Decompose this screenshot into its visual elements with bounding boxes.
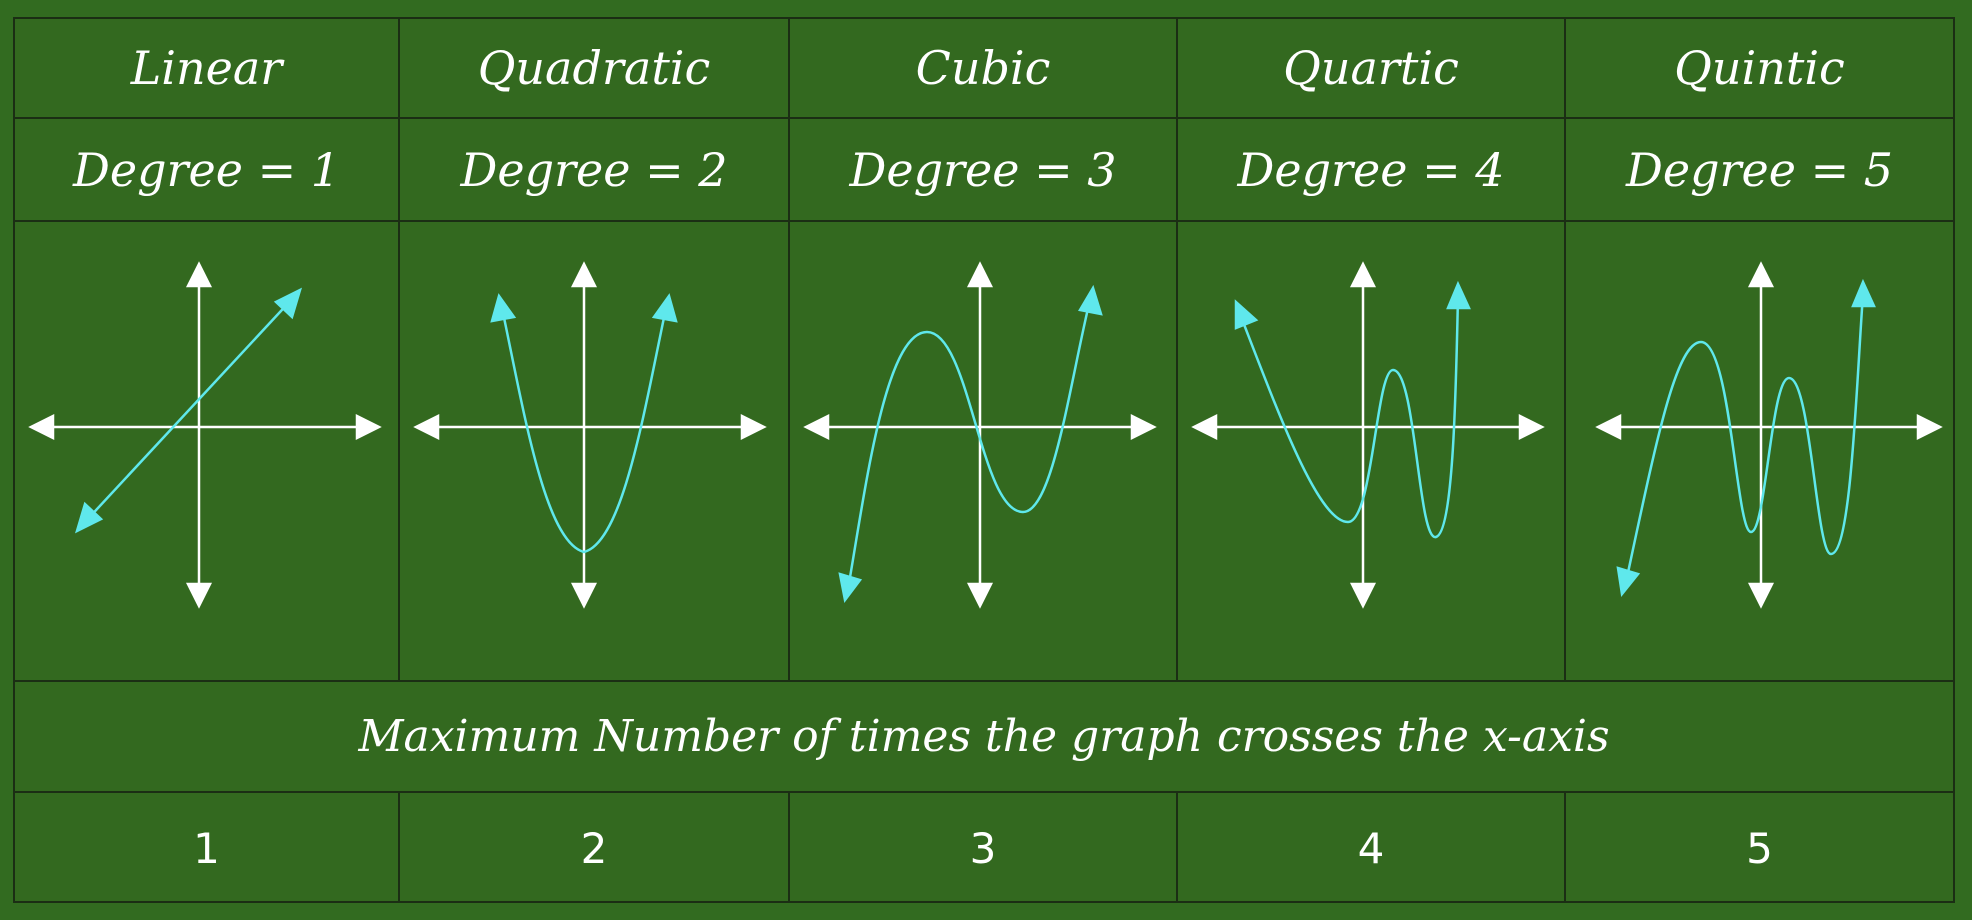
x-axis-left-arrow xyxy=(1595,413,1622,441)
quartic-graph xyxy=(1191,261,1545,609)
count-quadratic: 2 xyxy=(400,793,790,903)
header-linear: Linear xyxy=(15,19,400,119)
y-axis-top-arrow xyxy=(185,261,213,288)
y-axis-top-arrow xyxy=(966,261,994,288)
y-axis-top-arrow xyxy=(1349,261,1377,288)
y-axis-bottom-arrow xyxy=(570,582,598,609)
cubic-curve xyxy=(846,299,1092,590)
y-axis-bottom-arrow xyxy=(1349,582,1377,609)
x-axis-left-arrow xyxy=(28,413,55,441)
x-axis-right-arrow xyxy=(1916,413,1943,441)
curve-arrow-right xyxy=(1446,280,1471,310)
graph-quintic-cell xyxy=(1566,222,1953,682)
max-crossings-banner: Maximum Number of times the graph crosse… xyxy=(15,682,1953,793)
x-axis-right-arrow xyxy=(355,413,382,441)
curve xyxy=(74,287,303,534)
graph-quadratic-cell xyxy=(400,222,790,682)
graph-quartic-cell xyxy=(1178,222,1566,682)
curve xyxy=(490,293,678,554)
x-axis-left-arrow xyxy=(413,413,440,441)
x-axis-right-arrow xyxy=(1130,413,1157,441)
curve-arrow-top xyxy=(1078,284,1103,316)
y-axis-bottom-arrow xyxy=(1747,582,1775,609)
count-linear: 1 xyxy=(15,793,400,903)
quadratic-graph xyxy=(413,261,767,609)
curve-arrow-bottom xyxy=(1616,566,1641,598)
cubic-graph xyxy=(803,261,1157,609)
polynomial-degree-table: Linear Quadratic Cubic Quartic Quintic D… xyxy=(13,17,1955,903)
graph-cubic-cell xyxy=(790,222,1178,682)
x-axis-right-arrow xyxy=(1518,413,1545,441)
x-axis-right-arrow xyxy=(740,413,767,441)
x-axis-left-arrow xyxy=(1191,413,1218,441)
quadratic-curve xyxy=(500,307,668,554)
curve-arrow-bottom xyxy=(74,501,104,534)
curve-arrow-bottom xyxy=(838,572,863,604)
curve-arrow-top xyxy=(273,287,303,320)
axes xyxy=(28,261,382,609)
curve-arrow-left xyxy=(1234,299,1259,330)
quartic-curve xyxy=(1238,295,1460,539)
curve xyxy=(1234,280,1471,539)
curve-arrow-top xyxy=(1851,278,1876,308)
y-axis-bottom-arrow xyxy=(185,582,213,609)
header-cubic: Cubic xyxy=(790,19,1178,119)
degree-quintic: Degree = 5 xyxy=(1566,119,1953,222)
header-quintic: Quintic xyxy=(1566,19,1953,119)
degree-linear: Degree = 1 xyxy=(15,119,400,222)
x-axis-left-arrow xyxy=(803,413,830,441)
axes xyxy=(1595,261,1943,609)
count-cubic: 3 xyxy=(790,793,1178,903)
degree-quartic: Degree = 4 xyxy=(1178,119,1566,222)
header-quadratic: Quadratic xyxy=(400,19,790,119)
y-axis-top-arrow xyxy=(1747,261,1775,288)
axes xyxy=(1191,261,1545,609)
quintic-curve xyxy=(1624,293,1865,583)
graph-linear-cell xyxy=(15,222,400,682)
y-axis-top-arrow xyxy=(570,261,598,288)
curve xyxy=(838,284,1103,604)
axes xyxy=(413,261,767,609)
axes xyxy=(803,261,1157,609)
y-axis-bottom-arrow xyxy=(966,582,994,609)
degree-cubic: Degree = 3 xyxy=(790,119,1178,222)
linear-curve xyxy=(84,297,294,523)
curve xyxy=(1616,278,1876,598)
curve-arrow-left xyxy=(490,293,517,323)
header-quartic: Quartic xyxy=(1178,19,1566,119)
degree-quadratic: Degree = 2 xyxy=(400,119,790,222)
curve-arrow-right xyxy=(651,293,678,323)
count-quintic: 5 xyxy=(1746,823,1773,873)
count-quartic: 4 xyxy=(1178,793,1566,903)
linear-graph xyxy=(28,261,382,609)
quintic-graph xyxy=(1595,261,1943,609)
